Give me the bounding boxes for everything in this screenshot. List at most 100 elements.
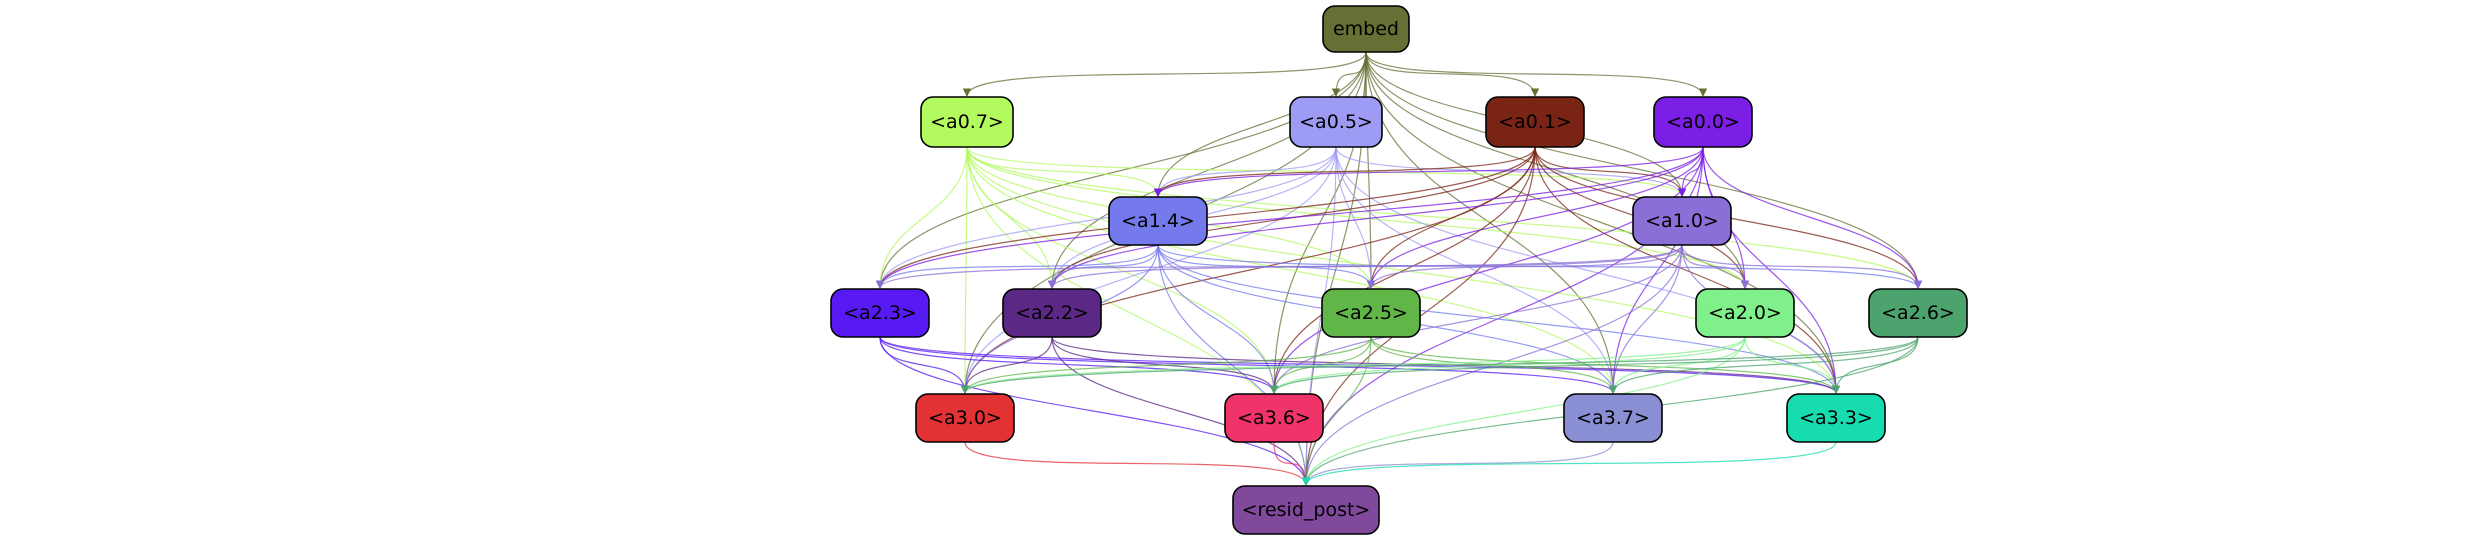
node-resid-post[interactable]: <resid_post> bbox=[1232, 485, 1380, 535]
edge-a2-0-to-resid-post bbox=[1301, 336, 1746, 486]
edge-a0-1-to-a1-0 bbox=[1534, 146, 1687, 197]
edge-a0-5-to-a1-4 bbox=[1153, 146, 1337, 197]
edge-a0-1-to-a3-0 bbox=[960, 146, 1536, 394]
node-a0-1[interactable]: <a0.1> bbox=[1485, 96, 1585, 148]
node-layer: embed <a0.7> <a0.5> <a0.1> <a0.0> <a1.4> <a1.0… bbox=[830, 5, 1968, 535]
node-box bbox=[1868, 288, 1968, 338]
edge-a2-3-to-resid-post bbox=[879, 336, 1311, 486]
node-label: <a3.0> bbox=[928, 407, 1002, 429]
node-a2-0[interactable]: <a2.0> bbox=[1695, 288, 1795, 338]
edge-a2-0-to-a3-0 bbox=[960, 336, 1746, 394]
edge-a0-7-to-a3-7 bbox=[966, 146, 1618, 394]
node-box bbox=[1002, 288, 1102, 338]
node-label: <a3.3> bbox=[1799, 407, 1873, 429]
edge-a2-5-to-a3-0 bbox=[960, 336, 1372, 394]
node-label: <a1.4> bbox=[1121, 210, 1195, 232]
edge-a2-5-to-resid-post bbox=[1301, 336, 1372, 486]
edge-a2-2-to-resid-post bbox=[1051, 336, 1311, 486]
edge-a1-0-to-a2-5 bbox=[1366, 244, 1683, 289]
edge-a2-3-to-a3-6 bbox=[879, 336, 1279, 394]
node-a2-3[interactable]: <a2.3> bbox=[830, 288, 930, 338]
edge-a3-0-to-resid-post bbox=[964, 441, 1311, 486]
edge-a2-6-to-a3-6 bbox=[1269, 336, 1919, 394]
node-a3-3[interactable]: <a3.3> bbox=[1786, 393, 1886, 443]
edge-a0-7-to-a3-6 bbox=[966, 146, 1279, 394]
edge-a1-4-to-a2-2 bbox=[1047, 244, 1159, 289]
edge-a1-4-to-a2-3 bbox=[875, 244, 1159, 289]
node-box bbox=[1695, 288, 1795, 338]
node-label: <a3.6> bbox=[1237, 407, 1311, 429]
edge-a2-0-to-a3-6 bbox=[1269, 336, 1746, 394]
edge-a0-0-to-a3-6 bbox=[1269, 146, 1704, 394]
edge-a0-1-to-a1-4 bbox=[1153, 146, 1536, 197]
node-a2-2[interactable]: <a2.2> bbox=[1002, 288, 1102, 338]
node-a0-0[interactable]: <a0.0> bbox=[1653, 96, 1753, 148]
node-a0-7[interactable]: <a0.7> bbox=[920, 96, 1014, 148]
edge-a2-6-to-a3-7 bbox=[1608, 336, 1919, 394]
edge-embed-to-a2-0 bbox=[1365, 51, 1750, 289]
edge-a2-2-to-a3-0 bbox=[960, 336, 1053, 394]
edge-embed-to-a0-7 bbox=[962, 51, 1367, 97]
edge-a2-0-to-a3-3 bbox=[1744, 336, 1841, 394]
edge-a3-6-to-resid-post bbox=[1273, 441, 1311, 486]
edge-a0-7-to-a3-0 bbox=[960, 146, 970, 394]
edge-a1-0-to-a2-2 bbox=[1047, 244, 1683, 289]
node-box bbox=[1653, 96, 1753, 148]
node-a1-4[interactable]: <a1.4> bbox=[1108, 196, 1208, 246]
node-embed[interactable]: embed bbox=[1322, 5, 1410, 53]
node-label: <a0.0> bbox=[1666, 111, 1740, 133]
node-box bbox=[1632, 196, 1732, 246]
edge-a0-7-to-a3-3 bbox=[966, 146, 1841, 394]
node-box bbox=[920, 96, 1014, 148]
edge-a2-6-to-a3-0 bbox=[960, 336, 1919, 394]
node-label: <a0.1> bbox=[1498, 111, 1572, 133]
node-box bbox=[915, 393, 1015, 443]
node-a0-5[interactable]: <a0.5> bbox=[1289, 96, 1383, 148]
node-box bbox=[1224, 393, 1324, 443]
edge-a0-5-to-a3-3 bbox=[1335, 146, 1841, 394]
node-box bbox=[1485, 96, 1585, 148]
edge-a0-0-to-a2-3 bbox=[875, 146, 1704, 289]
node-label: embed bbox=[1333, 18, 1399, 40]
edge-layer bbox=[875, 51, 1923, 486]
node-box bbox=[1289, 96, 1383, 148]
node-label: <a2.5> bbox=[1334, 302, 1408, 324]
edge-a0-5-to-a3-7 bbox=[1335, 146, 1618, 394]
node-a2-6[interactable]: <a2.6> bbox=[1868, 288, 1968, 338]
node-box bbox=[1232, 485, 1380, 535]
edge-a2-0-to-a3-7 bbox=[1608, 336, 1746, 394]
edge-a0-0-to-a2-5 bbox=[1366, 146, 1704, 289]
edge-a2-5-to-a3-6 bbox=[1269, 336, 1372, 394]
node-box bbox=[1786, 393, 1886, 443]
node-a2-5[interactable]: <a2.5> bbox=[1321, 288, 1421, 338]
edge-a1-0-to-a2-3 bbox=[875, 244, 1683, 289]
edge-embed-to-a0-0 bbox=[1365, 51, 1708, 97]
edge-a0-7-to-a2-3 bbox=[875, 146, 968, 289]
edge-a0-0-to-a1-4 bbox=[1153, 146, 1704, 197]
node-label: <a2.0> bbox=[1708, 302, 1782, 324]
edge-a2-5-to-a3-7 bbox=[1370, 336, 1618, 394]
edge-a3-3-to-resid-post bbox=[1301, 441, 1837, 486]
node-a3-6[interactable]: <a3.6> bbox=[1224, 393, 1324, 443]
edge-embed-to-a2-5 bbox=[1365, 51, 1376, 289]
edge-embed-to-a2-6 bbox=[1365, 51, 1923, 289]
node-a3-0[interactable]: <a3.0> bbox=[915, 393, 1015, 443]
node-box bbox=[1322, 5, 1410, 53]
edge-a2-6-to-a3-3 bbox=[1831, 336, 1919, 394]
edge-a0-0-to-a2-2 bbox=[1047, 146, 1704, 289]
node-a3-7[interactable]: <a3.7> bbox=[1563, 393, 1663, 443]
edge-a0-0-to-a2-6 bbox=[1702, 146, 1923, 289]
node-label: <a1.0> bbox=[1645, 210, 1719, 232]
node-label: <a2.3> bbox=[843, 302, 917, 324]
edge-embed-to-a2-3 bbox=[875, 51, 1367, 289]
node-box bbox=[1321, 288, 1421, 338]
edge-embed-to-a1-4 bbox=[1153, 51, 1367, 197]
node-a1-0[interactable]: <a1.0> bbox=[1632, 196, 1732, 246]
edge-a1-0-to-a2-0 bbox=[1681, 244, 1750, 289]
node-label: <a2.2> bbox=[1015, 302, 1089, 324]
node-box bbox=[830, 288, 930, 338]
edge-embed-to-a0-1 bbox=[1365, 51, 1540, 97]
node-label: <resid_post> bbox=[1242, 499, 1371, 521]
node-label: <a0.5> bbox=[1299, 111, 1373, 133]
